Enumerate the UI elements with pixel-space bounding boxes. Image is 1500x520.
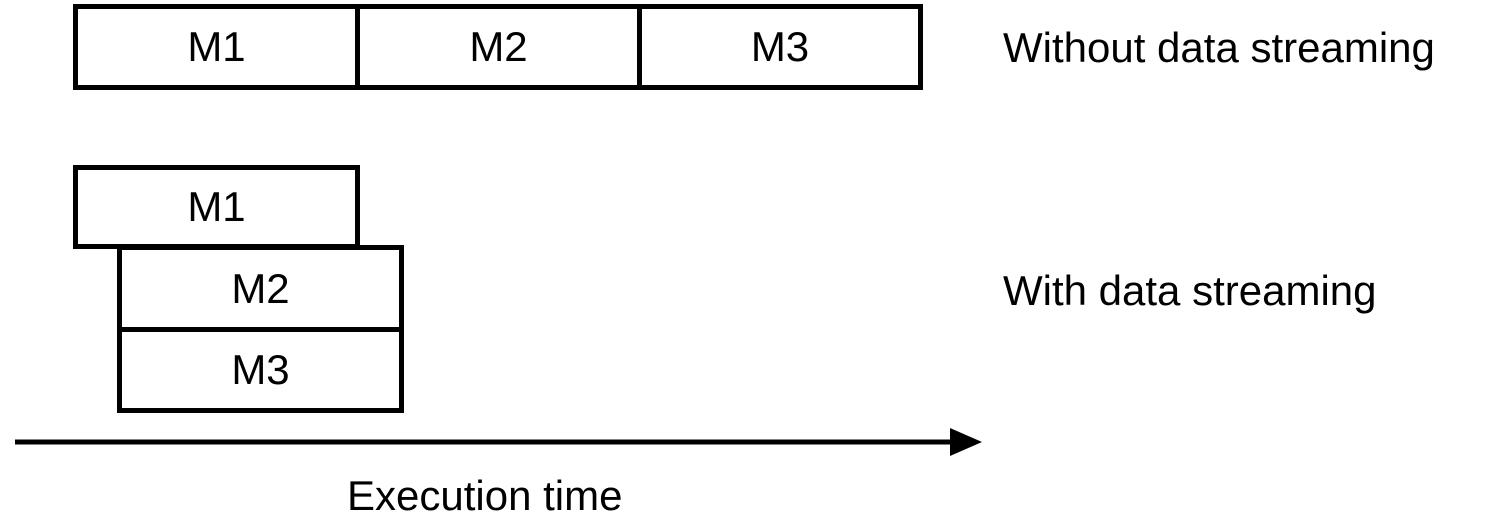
- time-axis-label: Execution time: [347, 472, 623, 519]
- streaming-block-m1-label: M1: [187, 183, 246, 230]
- sequential-block-m1: M1: [73, 4, 360, 90]
- streaming-block-m2: M2: [117, 245, 404, 332]
- time-axis-arrowhead: [950, 428, 982, 456]
- sequential-block-m3-label: M3: [750, 23, 810, 70]
- sequential-block-m1-label: M1: [187, 23, 246, 70]
- with-streaming-label: With data streaming: [1003, 267, 1377, 314]
- sequential-block-m3: M3: [637, 4, 923, 90]
- without-streaming-label: Without data streaming: [1003, 24, 1435, 71]
- streaming-block-m3: M3: [117, 327, 404, 413]
- sequential-block-m2: M2: [355, 4, 642, 90]
- streaming-block-m3-label: M3: [231, 346, 290, 393]
- streaming-block-m2-label: M2: [231, 264, 290, 312]
- sequential-block-m2-label: M2: [469, 23, 528, 70]
